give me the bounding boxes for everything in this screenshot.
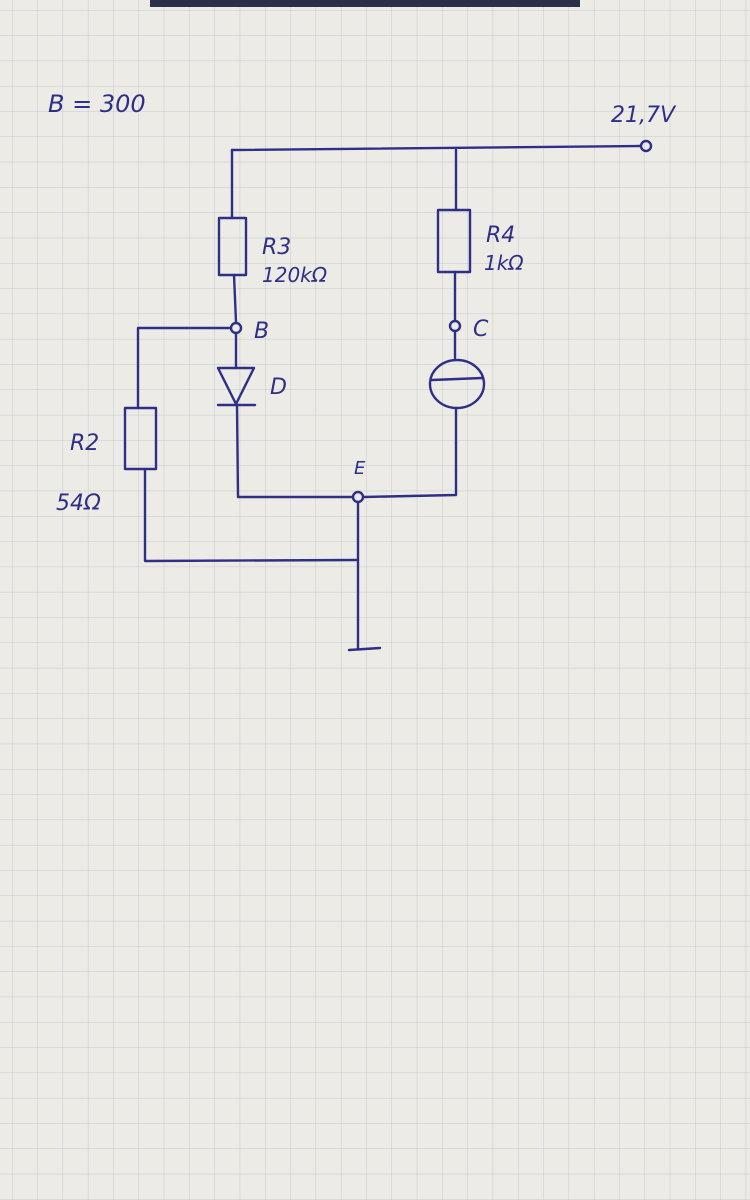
- top-edge-shadow: [150, 0, 580, 7]
- node-b-label: B: [254, 319, 269, 344]
- supply-voltage-label: 21,7V: [611, 103, 677, 128]
- r2-value-label: 54Ω: [56, 491, 101, 516]
- circuit-schematic: [123, 139, 653, 652]
- resistor-r2: [123, 406, 158, 471]
- r3-label: R3: [262, 235, 291, 260]
- node-e-label: E: [354, 458, 366, 479]
- wire-r2-bottom: [143, 467, 360, 563]
- diode-d: [216, 366, 256, 406]
- wire-transistor-to-e: [362, 406, 458, 499]
- ground-symbol: [347, 646, 382, 652]
- node-c-label: C: [473, 317, 489, 342]
- supply-rail: [230, 144, 642, 152]
- r4-label: R4: [486, 223, 515, 248]
- wire-r3-to-b: [232, 273, 238, 324]
- diode-label: D: [270, 375, 287, 400]
- resistor-r3: [217, 216, 248, 277]
- r2-label: R2: [70, 431, 99, 456]
- wire-diode-to-e: [235, 403, 354, 499]
- beta-label: B = 300: [48, 90, 146, 118]
- wire-b-to-r2: [136, 326, 233, 410]
- r4-value-label: 1kΩ: [484, 251, 524, 275]
- r3-value-label: 120kΩ: [262, 263, 328, 287]
- supply-terminal: [639, 139, 653, 153]
- transistor-bar: [430, 376, 484, 382]
